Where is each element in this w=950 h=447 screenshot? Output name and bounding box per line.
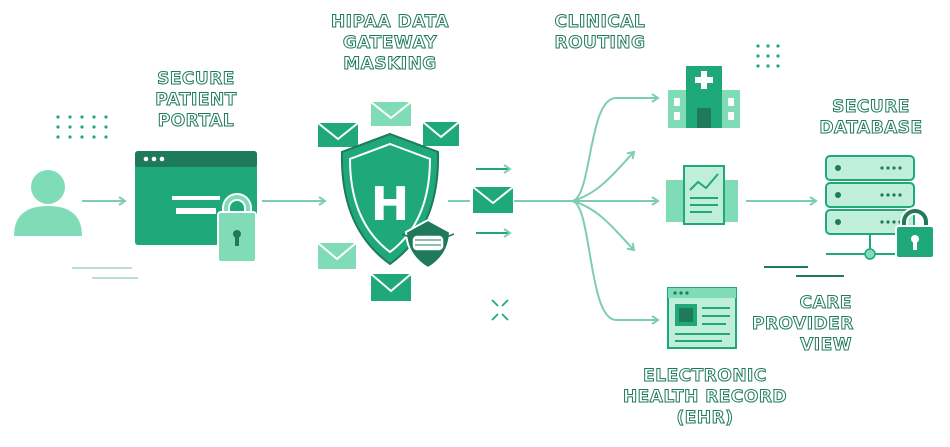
label-line: HEALTH RECORD [622, 387, 788, 408]
label-ehr: ELECTRONIC HEALTH RECORD (EHR) [612, 366, 798, 429]
label-line: VIEW [800, 335, 852, 356]
label-hipaa-gateway: HIPAA DATA GATEWAY MASKING [315, 12, 465, 75]
label-line: (EHR) [676, 408, 734, 429]
database-underline [764, 266, 844, 277]
shield-letter: H [371, 177, 410, 231]
envelope-icon [317, 242, 357, 269]
envelope-icon [422, 121, 460, 146]
label-line: DATABASE [819, 118, 923, 139]
padlock-icon [217, 193, 257, 263]
decorative-dots-left [56, 115, 108, 139]
ehr-window-icon [667, 287, 737, 349]
envelope-icon [472, 186, 514, 213]
label-line: SECURE [157, 69, 235, 90]
report-document-icon [666, 165, 738, 225]
routing-branches [571, 93, 660, 325]
label-secure-patient-portal: SECURE PATIENT PORTAL [136, 69, 256, 132]
label-line: HIPAA DATA [330, 12, 450, 33]
label-line: CLINICAL [554, 12, 646, 33]
label-line: ROUTING [554, 33, 646, 54]
label-line: PATIENT [155, 90, 237, 111]
label-secure-database: SECURE DATABASE [808, 97, 934, 139]
label-line: CARE [799, 293, 852, 314]
envelope-icon [317, 122, 359, 147]
envelope-icon [370, 273, 412, 301]
sparkle-icon [491, 299, 509, 321]
label-line: PROVIDER [752, 314, 854, 335]
label-care-provider-view: CARE PROVIDER VIEW [752, 293, 854, 356]
label-line: SECURE [832, 97, 910, 118]
label-line: ELECTRONIC [643, 366, 767, 387]
label-line: GATEWAY [342, 33, 438, 54]
user-icon [14, 170, 82, 236]
decorative-dots-right [756, 44, 780, 68]
motion-lines [72, 267, 138, 279]
envelope-icon [370, 101, 412, 126]
label-clinical-routing: CLINICAL ROUTING [545, 12, 655, 54]
padlock-icon [895, 207, 935, 259]
medical-mask-icon [401, 218, 455, 270]
server-rack-icon [825, 155, 915, 260]
label-line: PORTAL [157, 111, 235, 132]
hospital-icon [668, 66, 740, 128]
label-line: MASKING [343, 54, 437, 75]
